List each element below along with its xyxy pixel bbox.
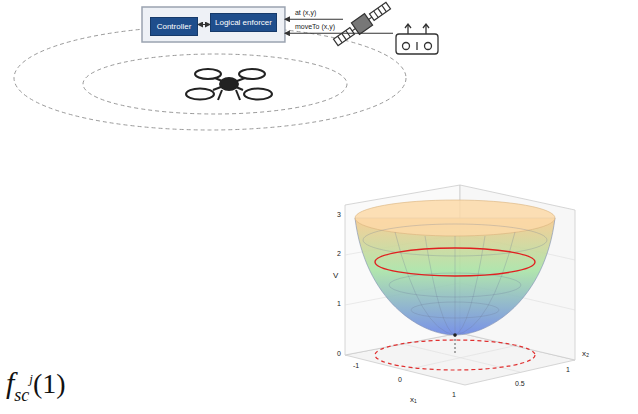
- axis-label: 1: [337, 300, 341, 308]
- axis-label: 0.5: [515, 380, 525, 388]
- axis-label: x₂: [582, 350, 589, 358]
- formula: fscj(1): [6, 366, 66, 400]
- orbit-inner: [83, 54, 347, 114]
- quadrotor-drone: [186, 69, 272, 100]
- satellite-icon: [332, 0, 392, 48]
- axis-label: 3: [337, 211, 341, 219]
- formula-part: (1): [33, 368, 66, 399]
- axis-label: x₁: [410, 396, 417, 404]
- axis-label: 0: [398, 376, 402, 384]
- onboard-unit: [142, 7, 285, 42]
- remote-controller-icon: [396, 24, 438, 54]
- axis-label: -1: [353, 362, 359, 370]
- lyapunov-plot: [345, 185, 575, 385]
- formula-part: f: [6, 366, 14, 399]
- formula-part: sc: [14, 385, 29, 405]
- signal-line: [285, 33, 393, 34]
- signal-label: moveTo (x,y): [295, 23, 335, 31]
- signal-line: [285, 19, 343, 20]
- box-text: Logical enforcer: [215, 18, 272, 27]
- axis-label: 0: [337, 350, 341, 358]
- axis-label: 1: [452, 391, 456, 399]
- axis-label: 2: [337, 250, 341, 258]
- formula-part: j: [29, 371, 33, 386]
- axis-label: V: [333, 272, 338, 280]
- process-box: Logical enforcer: [210, 13, 277, 32]
- process-box: Controller: [150, 17, 198, 36]
- signal-label: at (x,y): [295, 9, 316, 17]
- box-text: Controller: [155, 22, 193, 31]
- connector-arrow: [198, 24, 210, 25]
- axis-label: 1: [566, 366, 570, 374]
